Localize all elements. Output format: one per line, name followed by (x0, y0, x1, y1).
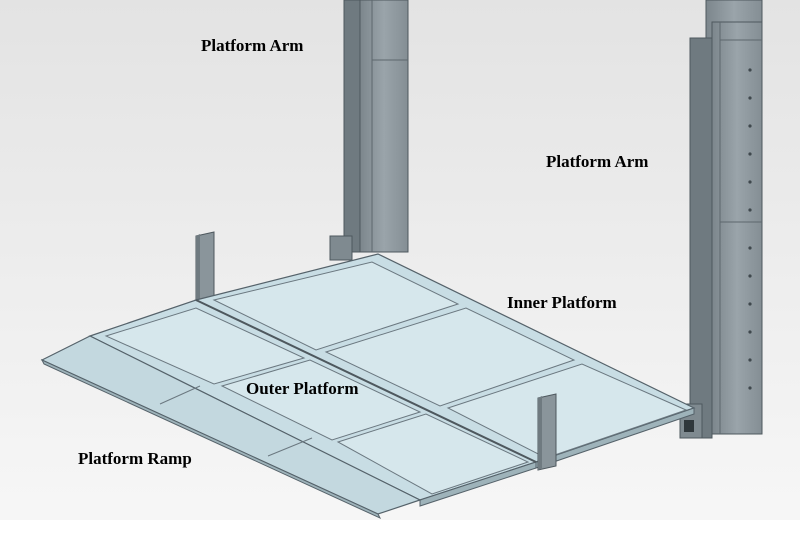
platform-ramp (40, 335, 422, 520)
label-outer-platform: Outer Platform (246, 379, 359, 398)
label-inner-platform: Inner Platform (507, 293, 617, 312)
front-guard-post (537, 393, 557, 471)
outer-platform (88, 299, 538, 507)
left-platform-arm (329, 0, 409, 261)
label-platform-ramp: Platform Ramp (78, 449, 192, 468)
bottom-margin (0, 520, 800, 533)
label-platform-arm-right: Platform Arm (546, 152, 649, 171)
right-platform-arm (679, 0, 763, 439)
left-guard-post (195, 231, 215, 305)
label-platform-arm-left: Platform Arm (201, 36, 304, 55)
